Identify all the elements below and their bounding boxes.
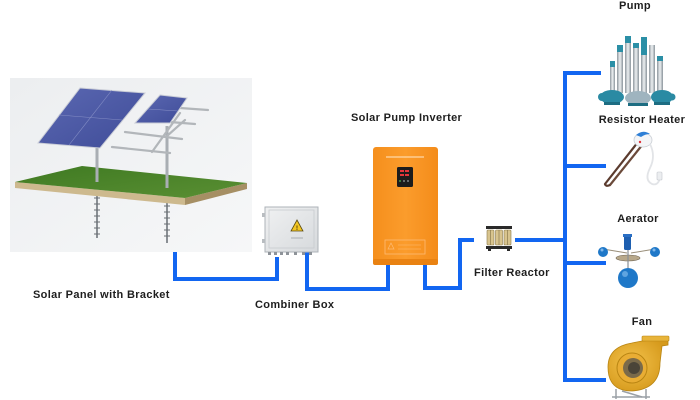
wire-inverter-to-reactor: [423, 238, 474, 290]
inverter-label: Solar Pump Inverter: [351, 112, 463, 124]
solar-pump-inverter-illustration: [373, 147, 438, 265]
fan-label: Fan: [631, 316, 653, 328]
svg-text:!: !: [296, 226, 298, 232]
combiner-box-label: Combiner Box: [255, 299, 335, 311]
filter-reactor-label: Filter Reactor: [474, 267, 550, 279]
pump-label: Pump: [619, 0, 651, 12]
filter-reactor-illustration: [486, 226, 512, 251]
wire-panel-to-combiner: [173, 251, 279, 281]
aerator-label: Aerator: [617, 213, 659, 225]
combiner-box-illustration: !: [262, 206, 319, 255]
wire-combiner-to-inverter: [305, 252, 390, 291]
aerator-illustration: [598, 234, 660, 288]
solar-panel-illustration: [10, 78, 252, 252]
resistor-heater-illustration: [603, 131, 663, 187]
fan-illustration: [607, 335, 670, 399]
pump-illustration: [598, 36, 676, 106]
resistor-heater-label: Resistor Heater: [598, 114, 686, 126]
solar-panel-label: Solar Panel with Bracket: [33, 289, 170, 301]
